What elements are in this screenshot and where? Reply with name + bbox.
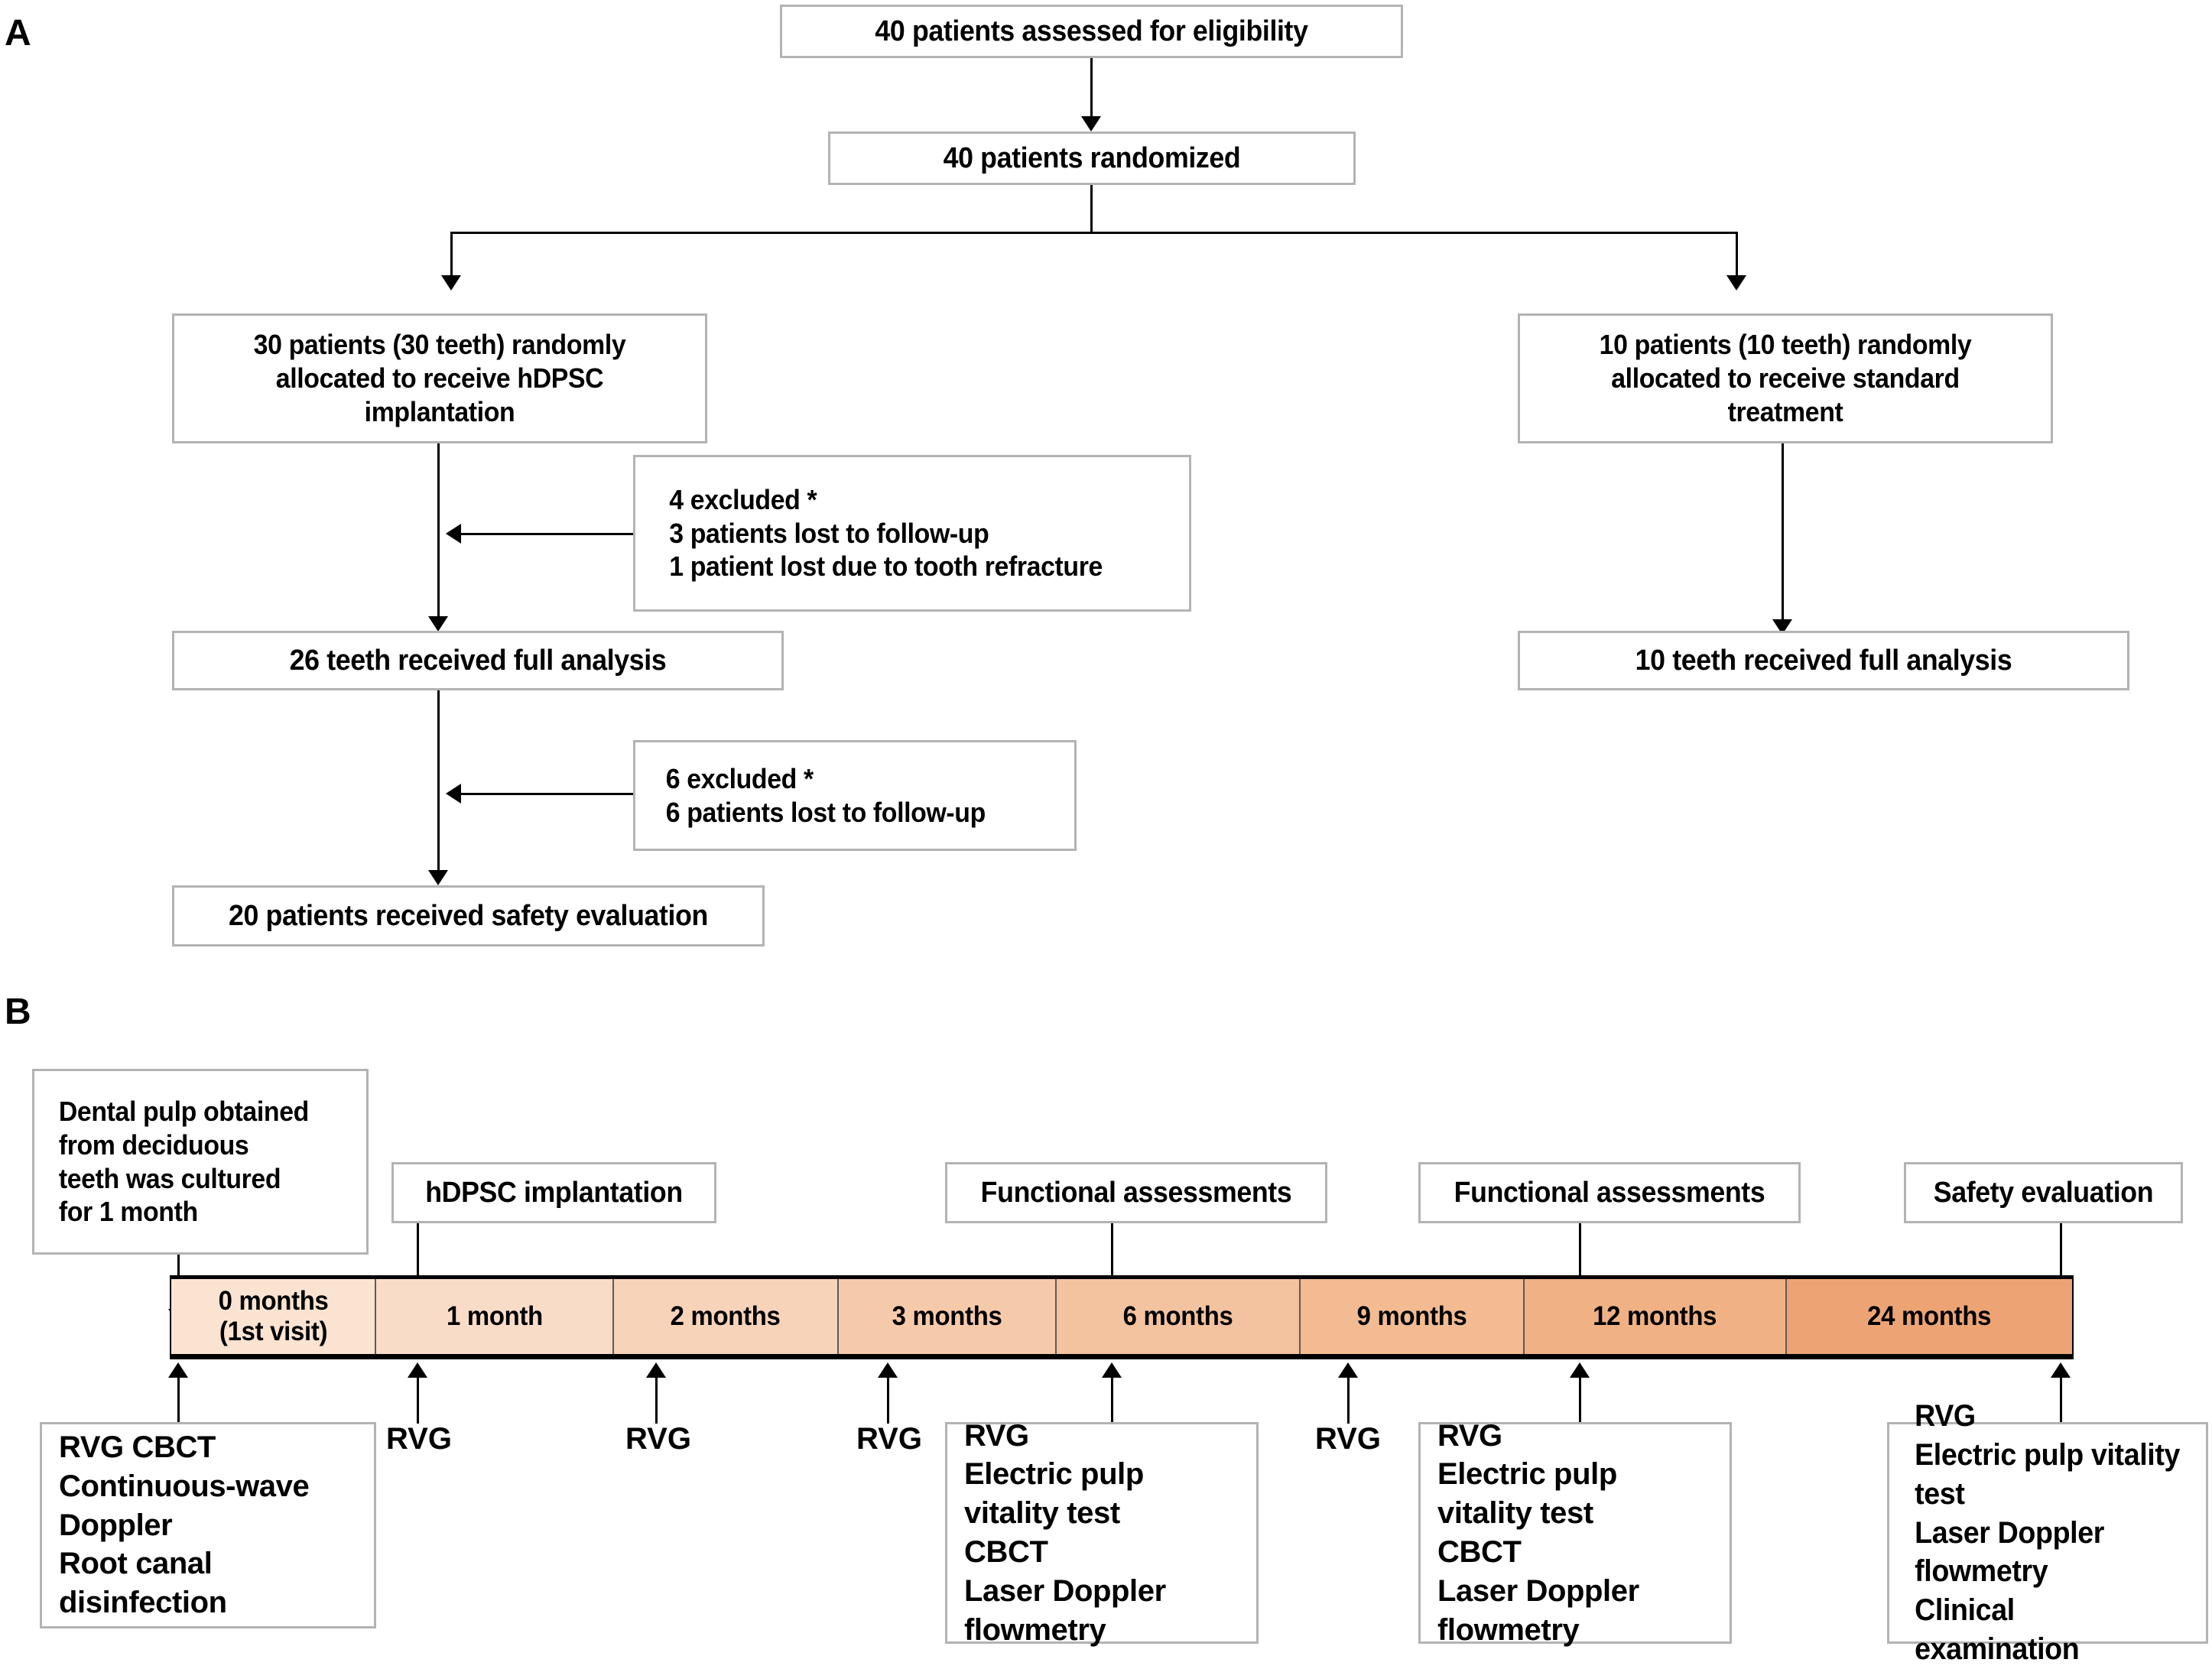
timeline-segment-label: 2 months <box>670 1300 781 1331</box>
box-assessments-24-months: RVG Electric pulp vitality test Laser Do… <box>1887 1399 2208 1666</box>
timeline-segment-label: 9 months <box>1356 1300 1467 1331</box>
panel-b-letter: B <box>5 992 31 1032</box>
connector-tick-3months-box <box>1111 1376 1113 1424</box>
box-assessed-text: 40 patients assessed for eligibility <box>875 15 1308 47</box>
arrowhead-tick-0months <box>168 1362 188 1378</box>
arrowhead-tick-9months-box <box>1570 1362 1590 1378</box>
connector-excluded-first-to-spine <box>459 533 633 535</box>
timeline-segment: 24 months <box>1787 1279 2072 1354</box>
connector-fa9m-to-timeline <box>1579 1223 1581 1323</box>
box-excluded-first: 4 excluded * 3 patients lost to follow-u… <box>633 455 1191 612</box>
arrowhead-tick-rvg-4 <box>1338 1362 1358 1378</box>
timeline-segment: 12 months <box>1525 1279 1788 1354</box>
box-hdpsc-implantation: hDPSC implantation <box>391 1162 716 1223</box>
box-randomized: 40 patients randomized <box>828 132 1356 185</box>
box-arm-hdpsc-text: 30 patients (30 teeth) randomly allocate… <box>253 329 626 427</box>
box-safety-evaluation-milestone: Safety evaluation <box>1904 1162 2183 1223</box>
arrowhead-to-right-arm <box>1726 275 1746 291</box>
box-assessments-9-months-text: RVG Electric pulp vitality test CBCT Las… <box>1437 1418 1639 1647</box>
box-functional-assessments-3m: Functional assessments <box>945 1162 1327 1223</box>
box-functional-assessments-9m: Functional assessments <box>1418 1162 1801 1223</box>
box-safety-evaluation-count: 20 patients received safety evaluation <box>172 885 765 947</box>
box-analysis-hdpsc: 26 teeth received full analysis <box>172 631 784 690</box>
arrowhead-assessed-to-randomized <box>1081 116 1101 132</box>
connector-tick-rvg-3 <box>887 1376 889 1424</box>
connector-tick-rvg-4 <box>1347 1376 1350 1424</box>
box-dental-pulp-culture-text: Dental pulp obtained from deciduous teet… <box>58 1095 309 1228</box>
rvg-tick-label-3: RVG <box>856 1422 922 1456</box>
connector-assessed-to-randomized <box>1090 58 1093 119</box>
box-assessments-24-months-text: RVG Electric pulp vitality test Laser Do… <box>1915 1399 2181 1666</box>
timeline-segment-label: 6 months <box>1122 1300 1233 1331</box>
connector-tick-rvg-1 <box>417 1376 419 1424</box>
arrowhead-left-arm-to-analysis <box>428 616 448 632</box>
arrowhead-analysis-to-safety <box>428 870 448 885</box>
box-analysis-standard: 10 teeth received full analysis <box>1518 631 2129 690</box>
box-assessed-for-eligibility: 40 patients assessed for eligibility <box>780 5 1403 58</box>
connector-randomized-stem <box>1090 185 1093 232</box>
box-excluded-second-text: 6 excluded * 6 patients lost to follow-u… <box>665 762 986 828</box>
box-safety-evaluation-milestone-text: Safety evaluation <box>1933 1176 2154 1209</box>
box-analysis-standard-text: 10 teeth received full analysis <box>1635 644 2012 677</box>
box-assessments-3-months-text: RVG Electric pulp vitality test CBCT Las… <box>964 1418 1166 1647</box>
timeline-segment: 3 months <box>838 1279 1057 1354</box>
arrowhead-excluded-first <box>446 524 461 544</box>
box-baseline-procedures: RVG CBCT Continuous-wave Doppler Root ca… <box>40 1422 376 1628</box>
connector-analysis-to-safety <box>437 690 440 882</box>
connector-left-arm-to-analysis <box>437 443 440 627</box>
timeline-segment-label: 0 months (1st visit) <box>218 1285 329 1346</box>
box-randomized-text: 40 patients randomized <box>943 141 1241 174</box>
timeline-segment-label: 1 month <box>446 1300 543 1331</box>
connector-to-left-arm <box>450 232 453 279</box>
timeline-segment-label: 3 months <box>892 1300 1002 1331</box>
rvg-tick-label-1: RVG <box>386 1422 452 1456</box>
box-arm-standard-text: 10 patients (10 teeth) randomly allocate… <box>1599 329 1972 427</box>
arrowhead-tick-24months-box <box>2051 1362 2071 1378</box>
timeline-segment: 6 months <box>1057 1279 1301 1354</box>
box-functional-assessments-3m-text: Functional assessments <box>980 1176 1292 1209</box>
panel-a-letter: A <box>5 13 31 54</box>
box-baseline-procedures-text: RVG CBCT Continuous-wave Doppler Root ca… <box>59 1430 310 1620</box>
box-excluded-first-text: 4 excluded * 3 patients lost to follow-u… <box>669 483 1103 583</box>
box-excluded-second: 6 excluded * 6 patients lost to follow-u… <box>633 740 1077 851</box>
rvg-tick-label-2: RVG <box>625 1422 691 1456</box>
box-assessments-9-months: RVG Electric pulp vitality test CBCT Las… <box>1418 1419 1732 1647</box>
arrowhead-tick-3months-box <box>1102 1362 1122 1378</box>
box-assessments-3-months: RVG Electric pulp vitality test CBCT Las… <box>945 1419 1259 1647</box>
box-functional-assessments-9m-text: Functional assessments <box>1454 1176 1765 1209</box>
connector-right-arm-to-analysis <box>1782 443 1784 629</box>
connector-fa3m-to-timeline <box>1111 1223 1113 1323</box>
connector-excluded-second-to-spine <box>459 793 633 795</box>
timeline-segment-label: 12 months <box>1593 1300 1717 1331</box>
box-dental-pulp-culture: Dental pulp obtained from deciduous teet… <box>32 1069 369 1255</box>
arrowhead-tick-rvg-2 <box>646 1362 666 1378</box>
connector-randomized-split <box>450 232 1738 234</box>
rvg-tick-label-4: RVG <box>1315 1422 1381 1456</box>
box-analysis-hdpsc-text: 26 teeth received full analysis <box>289 644 667 677</box>
connector-tick-24months-box <box>2060 1376 2062 1424</box>
connector-hdpsc-to-timeline <box>417 1223 419 1323</box>
arrowhead-to-left-arm <box>441 275 461 291</box>
timeline-segment: 2 months <box>614 1279 839 1354</box>
connector-to-right-arm <box>1736 232 1738 279</box>
connector-safety-to-timeline <box>2060 1223 2062 1323</box>
connector-tick-9months-box <box>1579 1376 1581 1424</box>
timeline-segment: 0 months (1st visit) <box>171 1279 377 1354</box>
timeline-segment: 1 month <box>376 1279 615 1354</box>
connector-tick-rvg-2 <box>655 1376 658 1424</box>
arrowhead-tick-rvg-1 <box>408 1362 427 1378</box>
box-safety-evaluation-count-text: 20 patients received safety evaluation <box>228 899 708 932</box>
timeline-bar: 0 months (1st visit) 1 month 2 months 3 mon… <box>170 1275 2074 1359</box>
timeline-segment: 9 months <box>1300 1279 1525 1354</box>
box-arm-standard-allocation: 10 patients (10 teeth) randomly allocate… <box>1518 313 2053 443</box>
box-arm-hdpsc-allocation: 30 patients (30 teeth) randomly allocate… <box>172 313 707 443</box>
connector-tick-0months <box>177 1376 180 1424</box>
timeline-segment-label: 24 months <box>1867 1300 1992 1331</box>
box-hdpsc-implantation-text: hDPSC implantation <box>425 1176 683 1209</box>
arrowhead-excluded-second <box>446 784 461 804</box>
arrowhead-tick-rvg-3 <box>878 1362 898 1378</box>
